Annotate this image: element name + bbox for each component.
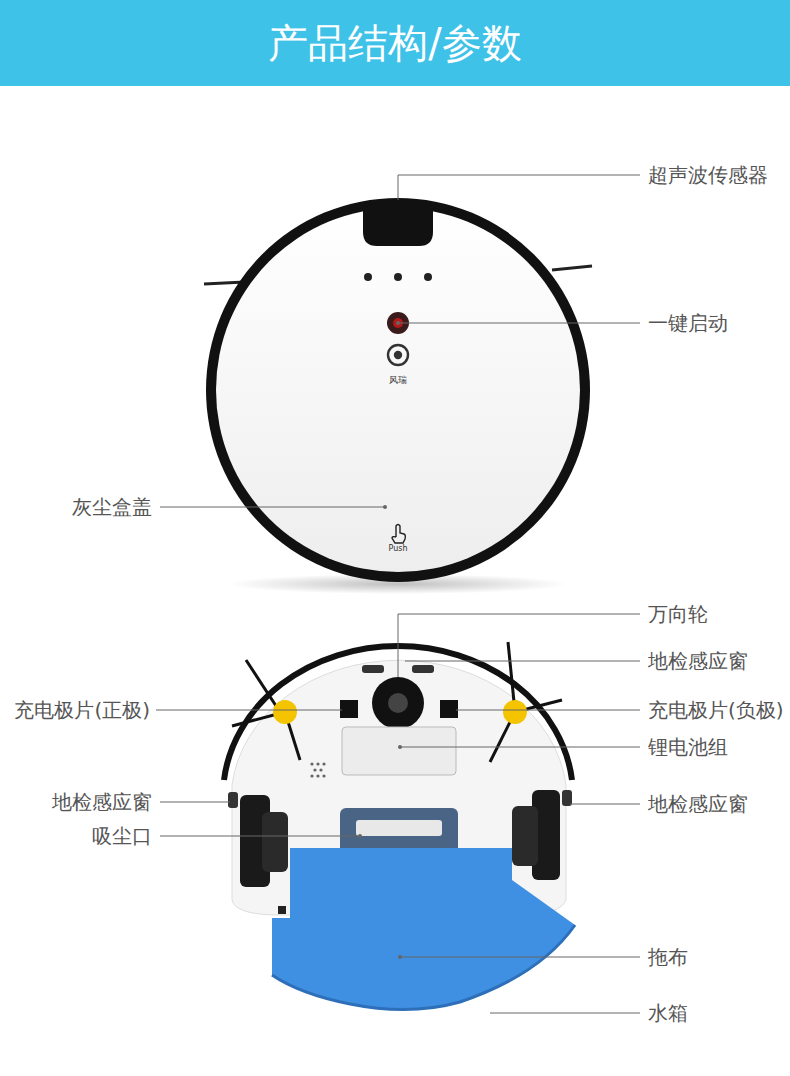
part-label: 超声波传感器 <box>648 163 768 187</box>
part-label: 万向轮 <box>648 602 708 626</box>
push-icon <box>392 525 405 544</box>
battery-cover <box>342 727 456 775</box>
logo-mark <box>388 345 408 365</box>
part-label: 锂电池组 <box>648 735 728 759</box>
top-cover <box>216 208 580 572</box>
part-label: 水箱 <box>648 1001 688 1025</box>
part-label: 拖布 <box>648 945 688 969</box>
side-brush <box>552 266 592 270</box>
part-label: 充电极片(正极) <box>14 698 150 722</box>
printed-mark: Push <box>389 544 408 554</box>
charge-contact <box>440 700 458 718</box>
caster-wheel <box>372 677 424 729</box>
part-label: 一键启动 <box>648 311 728 335</box>
mop-pad <box>272 848 575 1010</box>
part-label: 充电极片(负极) <box>648 698 784 722</box>
part-label: 地检感应窗 <box>648 792 748 816</box>
charge-contact <box>340 700 358 718</box>
part-label: 灰尘盒盖 <box>72 495 152 519</box>
ultrasonic-sensor <box>363 202 433 246</box>
water-tank <box>272 925 575 1010</box>
page-title: 产品结构/参数 <box>0 0 790 86</box>
part-label: 地检感应窗 <box>52 790 152 814</box>
printed-mark: 风瑞 <box>389 375 407 386</box>
side-brush-hub <box>273 700 297 724</box>
bumper-ring <box>206 198 590 582</box>
leader-lines <box>156 175 640 1013</box>
side-brush-hub <box>503 700 527 724</box>
part-label: 吸尘口 <box>92 824 152 848</box>
part-label: 地检感应窗 <box>648 649 748 673</box>
title-band <box>0 0 790 86</box>
